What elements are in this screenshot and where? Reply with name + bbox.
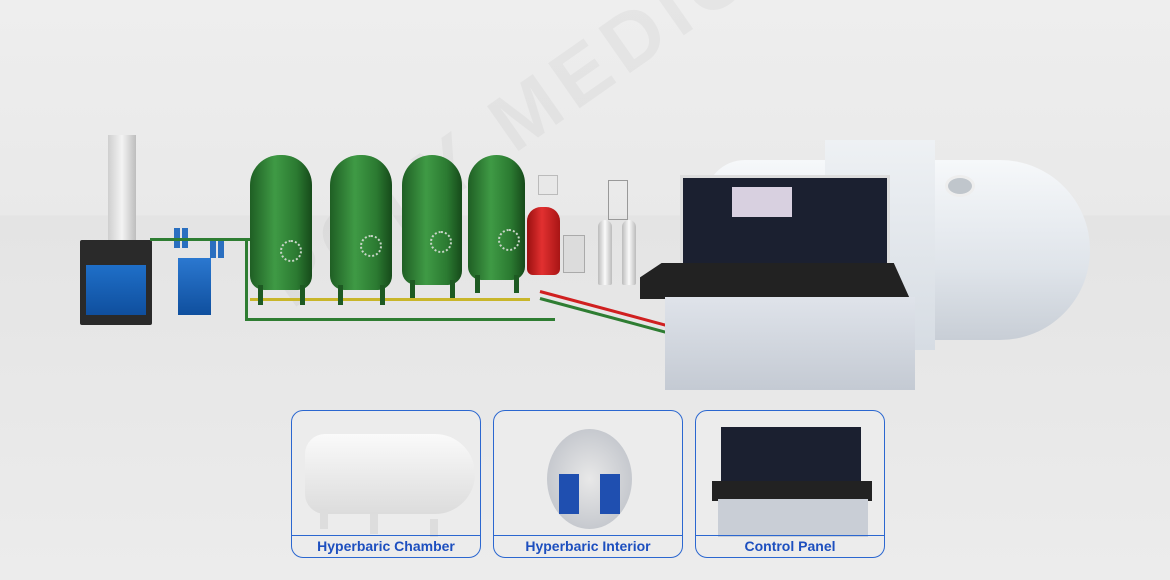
ups-unit — [563, 235, 585, 273]
chamber-thumbnail — [300, 419, 475, 537]
control-panel-thumbnail — [704, 419, 876, 537]
interior-thumbnail — [502, 419, 674, 537]
control-panel — [640, 175, 915, 390]
card-label: Hyperbaric Interior — [494, 535, 682, 557]
electrical-box — [538, 175, 558, 195]
air-dryer — [178, 258, 211, 315]
air-tank — [468, 155, 525, 280]
air-tank — [330, 155, 392, 290]
card-control-panel[interactable]: Control Panel — [695, 410, 885, 558]
oxygen-tank — [527, 207, 560, 275]
card-label: Control Panel — [696, 535, 884, 557]
card-label: Hyperbaric Chamber — [292, 535, 480, 557]
card-hyperbaric-chamber[interactable]: Hyperbaric Chamber — [291, 410, 481, 558]
card-hyperbaric-interior[interactable]: Hyperbaric Interior — [493, 410, 683, 558]
air-tank — [402, 155, 462, 285]
air-tank — [250, 155, 312, 290]
air-compressor — [80, 135, 155, 325]
gas-cylinders — [598, 180, 640, 285]
